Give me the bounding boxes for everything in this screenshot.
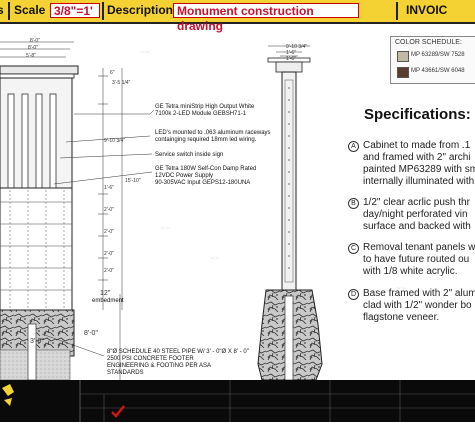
- spec-line: day/night perforated vin: [363, 209, 468, 220]
- spec-line: Base framed with 2" alum: [363, 288, 475, 299]
- construction-drawing: ~~ ~~ ~~ ~~ ~~: [0, 41, 406, 380]
- svg-text:~~: ~~: [140, 49, 150, 56]
- header-divider: [102, 2, 104, 20]
- scale-value: 3/8"=1': [50, 3, 100, 18]
- scale-label: Scale: [14, 3, 46, 17]
- spec-item-d: D Base framed with 2" alum clad with 1/2…: [348, 288, 475, 324]
- color-schedule-title: COLOR SCHEDULE:: [395, 39, 462, 46]
- spec-line: flagstone veneer.: [363, 312, 440, 323]
- note-led-module: 7100k 2-LED Module GEBSH71-1: [155, 111, 247, 117]
- note-power-supply: 12VDC Power Supply: [155, 173, 214, 179]
- header-edge-mark: s: [0, 3, 4, 17]
- color-swatch: [397, 67, 409, 78]
- specifications-title: Specifications:: [364, 106, 471, 123]
- note-raceways: containging required 18mm led wiring.: [155, 137, 257, 143]
- note-power-supply: GE Tetra 180W Self-Con Damp Rated: [155, 166, 257, 172]
- color-label: MP 63289/SW 7528: [411, 52, 465, 58]
- invoice-label: INVOIC: [406, 3, 448, 17]
- color-swatch: [397, 51, 409, 62]
- svg-text:~~: ~~: [246, 97, 256, 104]
- svg-text:~~: ~~: [210, 255, 220, 262]
- note-service-switch: Service switch inside sign: [155, 152, 224, 158]
- svg-text:~~: ~~: [396, 285, 406, 292]
- footer-grid: [2, 380, 475, 422]
- note-pipe: 2500 PSI CONCRETE FOOTER: [107, 356, 194, 362]
- dim-text: 8'-0": [30, 38, 40, 44]
- description-value: Monument construction drawing: [173, 3, 359, 33]
- front-view: [0, 65, 79, 380]
- spec-line: and framed with 2" archi: [363, 152, 471, 163]
- spec-line: painted MP63289 with sm: [363, 164, 475, 175]
- note-led-module: GE Tetra miniStrip High Output White: [155, 104, 255, 110]
- dim-text: 6": [110, 70, 115, 76]
- dim-text: 9'-10 3/4": [104, 138, 126, 144]
- spec-line: internally illuminated with: [363, 176, 475, 187]
- spec-line: surface and backed with: [363, 221, 471, 232]
- note-pipe: ENGINEERING & FOOTING PER ASA: [107, 363, 212, 369]
- svg-text:~~: ~~: [160, 225, 170, 232]
- dim-text: 8'-0": [28, 45, 38, 51]
- dim-text: 2'-0": [104, 207, 114, 213]
- note-raceways: LED's mounted to .063 aluminum raceways: [155, 130, 271, 136]
- spec-marker: C: [348, 243, 359, 254]
- spec-line: clad with 1/2" wonder bo: [363, 300, 472, 311]
- dim-text: 2'-0": [104, 251, 114, 257]
- note-embedment: embedment: [92, 298, 124, 304]
- note-power-supply: 90-305VAC Input GEPS12-180UNA: [155, 180, 251, 186]
- spec-item-b: B 1/2" clear acrlic push thr day/night p…: [348, 197, 475, 233]
- spec-line: to have future routed ou: [363, 254, 470, 265]
- side-view: [257, 57, 323, 380]
- dim-text: 15'-10": [125, 178, 141, 184]
- note-pipe: STANDARDS: [107, 370, 144, 376]
- spec-line: Removal tenant panels w: [363, 242, 475, 253]
- dim-text: 1'-6": [286, 56, 296, 62]
- spec-item-a: A Cabinet to made from .1 and framed wit…: [348, 140, 475, 188]
- spec-line: Cabinet to made from .1: [363, 140, 471, 151]
- color-label: MP 43661/SW 6048: [411, 68, 465, 74]
- description-label: Description: [107, 3, 174, 17]
- spec-line: 1/2" clear acrlic push thr: [363, 197, 470, 208]
- spec-marker: B: [348, 198, 359, 209]
- dim-text: 5'-8": [26, 53, 36, 59]
- header-divider: [396, 2, 398, 20]
- dim-text: 9'-10 3/4": [286, 44, 308, 50]
- header-divider: [8, 2, 10, 20]
- dim-text: 1'-6": [104, 185, 114, 191]
- dim-text: 12": [100, 290, 111, 297]
- dim-text: 3'-0": [30, 338, 44, 345]
- dim-text: 3'-5 1/4": [112, 80, 131, 86]
- footer-title-block: [0, 380, 475, 422]
- dim-text: 2'-0": [104, 268, 114, 274]
- note-pipe: 8"Ø SCHEDULE 40 STEEL PIPE W/ 3' - 0"Ø X…: [107, 349, 249, 355]
- dim-text: 1'-6": [286, 50, 296, 56]
- spec-marker: D: [348, 289, 359, 300]
- color-schedule: COLOR SCHEDULE: MP 63289/SW 7528 MP 4366…: [390, 36, 475, 84]
- spec-line: with 1/8 white acrylic.: [363, 266, 458, 277]
- title-block-header: s Scale 3/8"=1' Description Monument con…: [0, 0, 475, 33]
- spec-item-c: C Removal tenant panels w to have future…: [348, 242, 475, 278]
- dim-text: 8'-0": [84, 330, 98, 337]
- spec-marker: A: [348, 141, 359, 152]
- dim-text: 2'-0": [104, 229, 114, 235]
